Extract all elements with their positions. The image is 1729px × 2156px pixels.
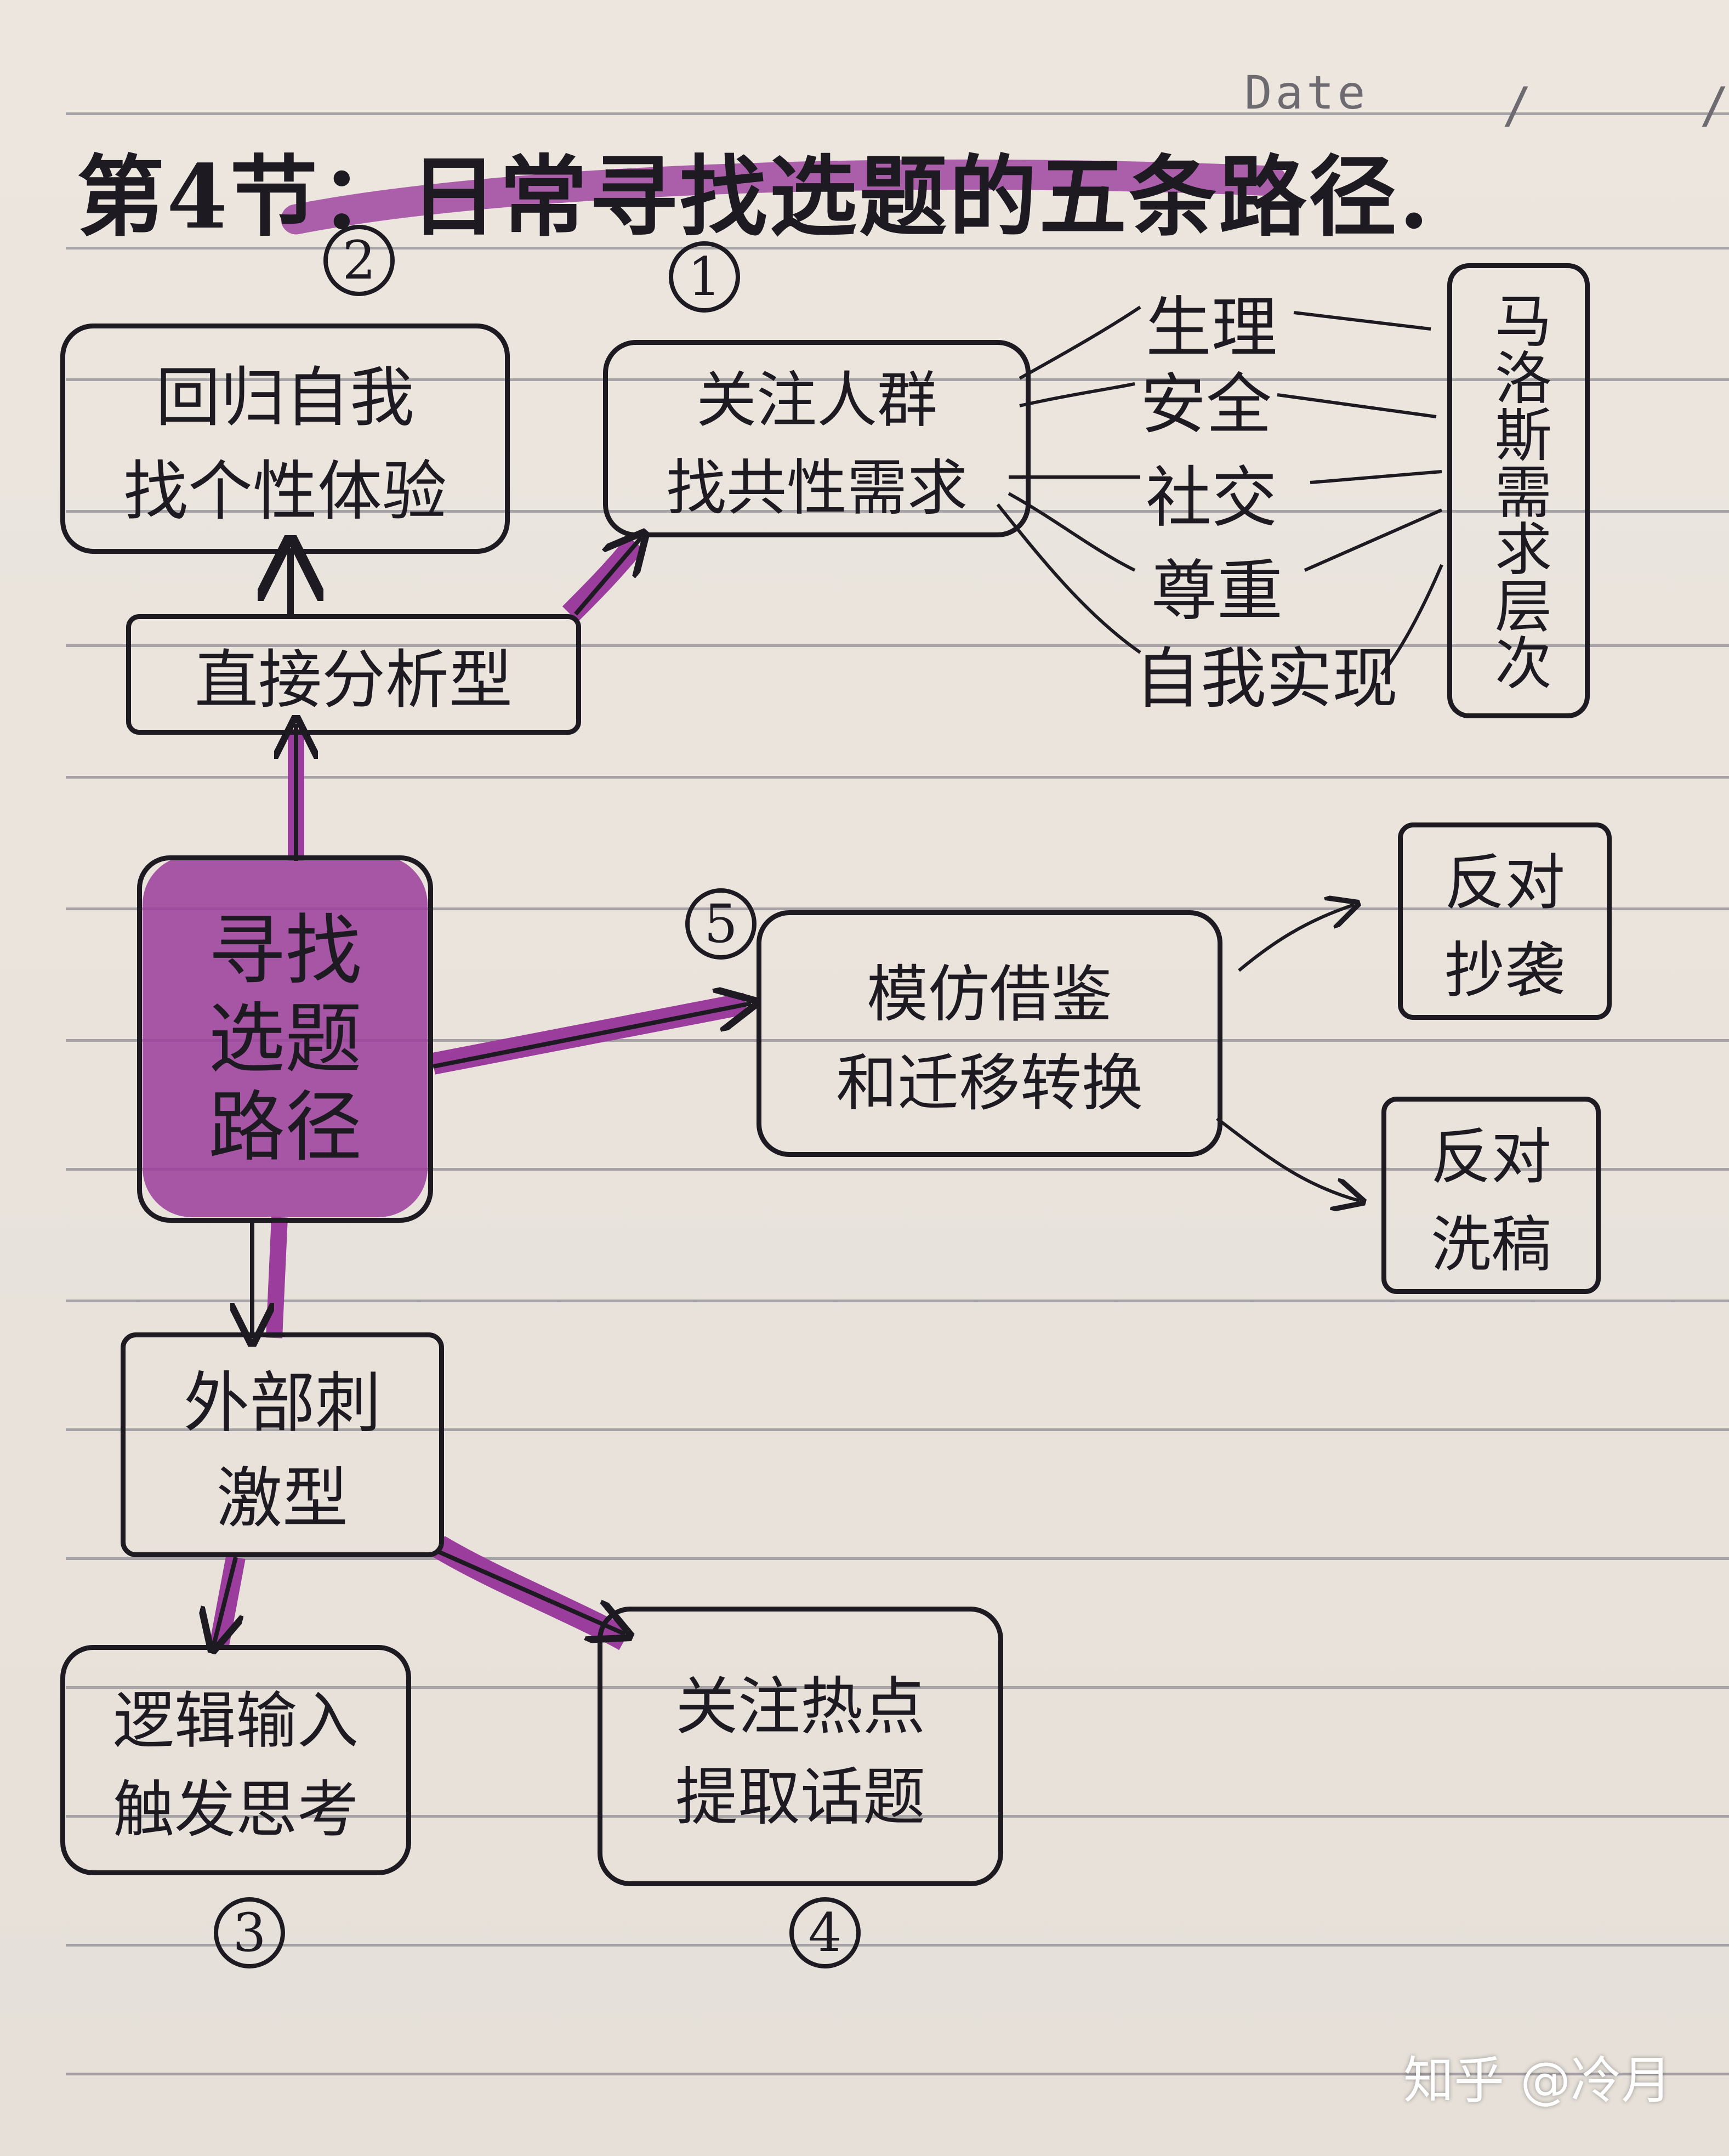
ruled-line bbox=[66, 510, 1729, 513]
ruled-line bbox=[66, 112, 1729, 115]
outcome-anti-plagiarism: 反对 抄袭 bbox=[1398, 822, 1612, 1020]
center-node: 寻找 选题 路径 bbox=[137, 855, 433, 1223]
date-separator: / bbox=[1502, 77, 1532, 134]
ruled-line bbox=[66, 1557, 1729, 1560]
arrow-path5-to-outcome-b bbox=[1216, 1117, 1360, 1201]
path4-line1: 关注热点 bbox=[675, 1670, 925, 1743]
path5-box: 模仿借鉴 和迁移转换 bbox=[757, 910, 1222, 1157]
center-line2: 选题 bbox=[208, 994, 362, 1084]
needs-connector bbox=[1019, 305, 1141, 380]
ruled-line bbox=[66, 1168, 1729, 1171]
ruled-line bbox=[66, 1428, 1729, 1431]
path5-line1: 模仿借鉴 bbox=[867, 959, 1112, 1030]
need-safety: 安全 bbox=[1140, 367, 1272, 443]
direct-analysis-label: 直接分析型 bbox=[195, 643, 513, 717]
maslow-connector bbox=[1293, 311, 1431, 331]
outcome-anti-rewriting: 反对 洗稿 bbox=[1381, 1097, 1601, 1294]
arrow-center-to-external bbox=[266, 1217, 288, 1338]
outcome-b-line1: 反对 bbox=[1431, 1122, 1551, 1192]
ruled-line bbox=[66, 644, 1729, 647]
zhihu-watermark: 知乎 @冷月 bbox=[1403, 2051, 1672, 2110]
path1-number-badge: 1 bbox=[669, 241, 740, 313]
path2-line1: 回归自我 bbox=[155, 360, 414, 435]
arrow-path5-to-outcome-a bbox=[1238, 905, 1354, 972]
path1-line1: 关注人群 bbox=[696, 365, 937, 435]
outcome-a-line1: 反对 bbox=[1444, 848, 1565, 918]
external-line2: 激型 bbox=[217, 1461, 348, 1537]
direct-analysis-box: 直接分析型 bbox=[126, 614, 581, 735]
path4-line2: 提取话题 bbox=[675, 1761, 925, 1834]
needs-connector bbox=[1019, 382, 1135, 407]
need-physiological: 生理 bbox=[1146, 290, 1277, 366]
maslow-connector bbox=[1304, 508, 1443, 572]
path3-line1: 逻辑输入 bbox=[113, 1686, 359, 1757]
ruled-line bbox=[66, 247, 1729, 249]
ruled-line bbox=[66, 1944, 1729, 1947]
maslow-label: 马洛斯需求层次 bbox=[1485, 291, 1552, 690]
page-title: 第4节：日常寻找选题的五条路径. bbox=[77, 145, 1432, 248]
path3-box: 逻辑输入 触发思考 bbox=[60, 1645, 411, 1875]
path4-number-badge: 4 bbox=[789, 1897, 861, 1968]
ruled-line bbox=[66, 2073, 1729, 2075]
ruled-line bbox=[66, 1300, 1729, 1302]
path5-line2: 和迁移转换 bbox=[836, 1048, 1143, 1119]
ruled-line bbox=[66, 1039, 1729, 1042]
external-line1: 外部刺 bbox=[184, 1365, 381, 1442]
maslow-connector bbox=[1380, 564, 1443, 676]
path1-box: 关注人群 找共性需求 bbox=[603, 340, 1031, 537]
external-stimulus-box: 外部刺 激型 bbox=[121, 1332, 444, 1557]
maslow-box: 马洛斯需求层次 bbox=[1447, 263, 1590, 718]
center-highlight bbox=[143, 855, 428, 1217]
path1-line2: 找共性需求 bbox=[666, 453, 968, 523]
ruled-line bbox=[66, 1686, 1729, 1689]
date-label: Date bbox=[1244, 66, 1369, 120]
path2-number-badge: 2 bbox=[323, 225, 395, 296]
path2-line2: 找个性体验 bbox=[123, 453, 447, 529]
outcome-b-line2: 洗稿 bbox=[1431, 1210, 1551, 1280]
ruled-line bbox=[66, 907, 1729, 910]
maslow-connector bbox=[1310, 470, 1442, 484]
title-highlight-stroke bbox=[281, 159, 1287, 235]
path2-box: 回归自我 找个性体验 bbox=[60, 324, 510, 554]
path5-number-badge: 5 bbox=[685, 888, 757, 960]
date-separator: / bbox=[1699, 77, 1729, 134]
ruled-line bbox=[66, 1815, 1729, 1818]
ruled-line bbox=[66, 776, 1729, 779]
ruled-line bbox=[66, 378, 1729, 381]
need-esteem: 尊重 bbox=[1151, 553, 1283, 629]
need-social: 社交 bbox=[1146, 460, 1277, 536]
center-line3: 路径 bbox=[208, 1082, 362, 1172]
path4-box: 关注热点 提取话题 bbox=[598, 1607, 1003, 1886]
path3-line2: 触发思考 bbox=[113, 1774, 359, 1846]
center-line1: 寻找 bbox=[208, 906, 362, 996]
outcome-a-line2: 抄袭 bbox=[1444, 935, 1565, 1006]
path3-number-badge: 3 bbox=[214, 1897, 285, 1968]
need-self-actualization: 自我实现 bbox=[1135, 641, 1398, 717]
maslow-connector bbox=[1277, 393, 1437, 418]
